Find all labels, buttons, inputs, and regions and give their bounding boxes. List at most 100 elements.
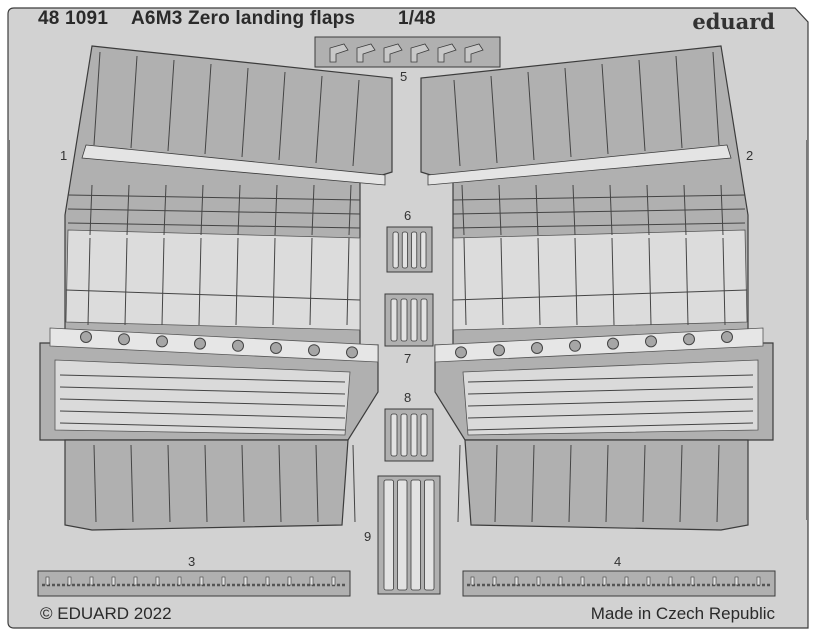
- flap-rib: [572, 184, 576, 236]
- hinge-bracket: [410, 43, 430, 63]
- flap-stringer: [59, 410, 346, 419]
- lightening-hole: [194, 337, 206, 350]
- flap-rib: [712, 51, 720, 146]
- flap-rib: [716, 444, 720, 523]
- strip-tab: [624, 576, 629, 586]
- lightening-hole: [683, 333, 695, 346]
- flap-rib: [461, 184, 465, 236]
- strip-tab: [514, 576, 519, 586]
- lightening-hole: [569, 339, 581, 352]
- flap-rib: [457, 444, 461, 523]
- flap-rib: [494, 444, 498, 523]
- flap-rib: [237, 184, 241, 236]
- flap-rib: [722, 237, 726, 326]
- flap-rib: [564, 67, 572, 158]
- flap-stringer: [59, 398, 346, 407]
- kit-scale: 1/48: [398, 8, 436, 29]
- strip-tab: [734, 576, 739, 586]
- lightening-hole: [118, 333, 130, 346]
- strip-tab: [331, 576, 336, 586]
- strip-tab: [536, 576, 541, 586]
- flap-rib: [638, 59, 646, 152]
- small-etch-part: [400, 413, 408, 457]
- small-etch-part: [410, 479, 421, 591]
- small-etch-part: [401, 231, 408, 269]
- hinge-bracket: [329, 43, 349, 63]
- strip-tab: [287, 576, 292, 586]
- flap-rib: [93, 51, 101, 146]
- flap-rib: [241, 444, 245, 523]
- strip-tab: [309, 576, 314, 586]
- flap-rib: [500, 237, 504, 326]
- lightening-hole: [270, 342, 282, 354]
- small-etch-part: [410, 298, 418, 342]
- flap-rib: [611, 237, 615, 326]
- part-4-strip: [462, 570, 776, 597]
- flap-rib: [167, 444, 171, 523]
- flap-rib: [352, 444, 356, 523]
- flap-stringer: [452, 208, 746, 215]
- flap-stringer: [452, 289, 748, 301]
- kit-title: A6M3 Zero landing flaps: [131, 8, 356, 29]
- part-number-9: 9: [364, 529, 372, 544]
- flap-rib: [453, 79, 461, 167]
- strip-tab: [756, 576, 761, 586]
- flap-rib: [204, 444, 208, 523]
- part-6: [386, 226, 433, 273]
- flap-rib: [235, 237, 239, 326]
- part-1-left-flap: [39, 45, 393, 531]
- origin-text: Made in Czech Republic: [590, 604, 775, 623]
- part-9: [377, 475, 441, 595]
- part-2-right-flap: [420, 45, 774, 531]
- flap-rib: [161, 237, 165, 326]
- flap-rib: [352, 79, 360, 167]
- flap-rib: [89, 184, 93, 236]
- lightening-hole: [607, 337, 619, 350]
- flap-stringer: [65, 289, 361, 301]
- lightening-hole: [455, 346, 467, 359]
- part-number-8: 8: [404, 390, 412, 405]
- hinge-bracket: [383, 43, 403, 63]
- small-etch-part: [420, 413, 428, 457]
- flap-rib: [537, 237, 541, 326]
- strip-tab: [646, 576, 651, 586]
- part-number-7: 7: [404, 351, 412, 366]
- flap-stringer: [67, 208, 361, 215]
- flap-rib: [685, 237, 689, 326]
- strip-tab: [133, 576, 138, 586]
- strip-tab: [558, 576, 563, 586]
- flap-rib: [648, 237, 652, 326]
- small-etch-part: [420, 298, 428, 342]
- hinge-bracket: [356, 43, 376, 63]
- small-etch-part: [424, 479, 435, 591]
- flap-stringer: [467, 386, 754, 395]
- flap-stringer: [59, 374, 346, 383]
- flap-stringer: [59, 386, 346, 395]
- flap-rib: [609, 184, 613, 236]
- flap-stringer: [467, 410, 754, 419]
- small-etch-part: [420, 231, 427, 269]
- flap-rib: [198, 237, 202, 326]
- flap-rib: [130, 55, 138, 149]
- small-etch-part: [411, 231, 418, 269]
- lightening-hole: [308, 344, 320, 357]
- small-etch-part: [400, 298, 408, 342]
- flap-rib: [315, 444, 319, 523]
- flap-rib: [87, 237, 91, 326]
- flap-stringer: [467, 422, 754, 431]
- strip-tab: [243, 576, 248, 586]
- part-number-6: 6: [404, 208, 412, 223]
- strip-tab: [177, 576, 182, 586]
- strip-tab: [221, 576, 226, 586]
- hinge-bracket: [437, 43, 457, 63]
- flap-rib: [309, 237, 313, 326]
- strip-tab: [265, 576, 270, 586]
- flap-rib: [646, 184, 650, 236]
- flap-rib: [642, 444, 646, 523]
- hinge-bracket: [464, 43, 484, 63]
- flap-rib: [167, 59, 175, 152]
- catalog-number: 48 1091: [38, 8, 109, 29]
- part-5-hinge-strip: [314, 36, 501, 68]
